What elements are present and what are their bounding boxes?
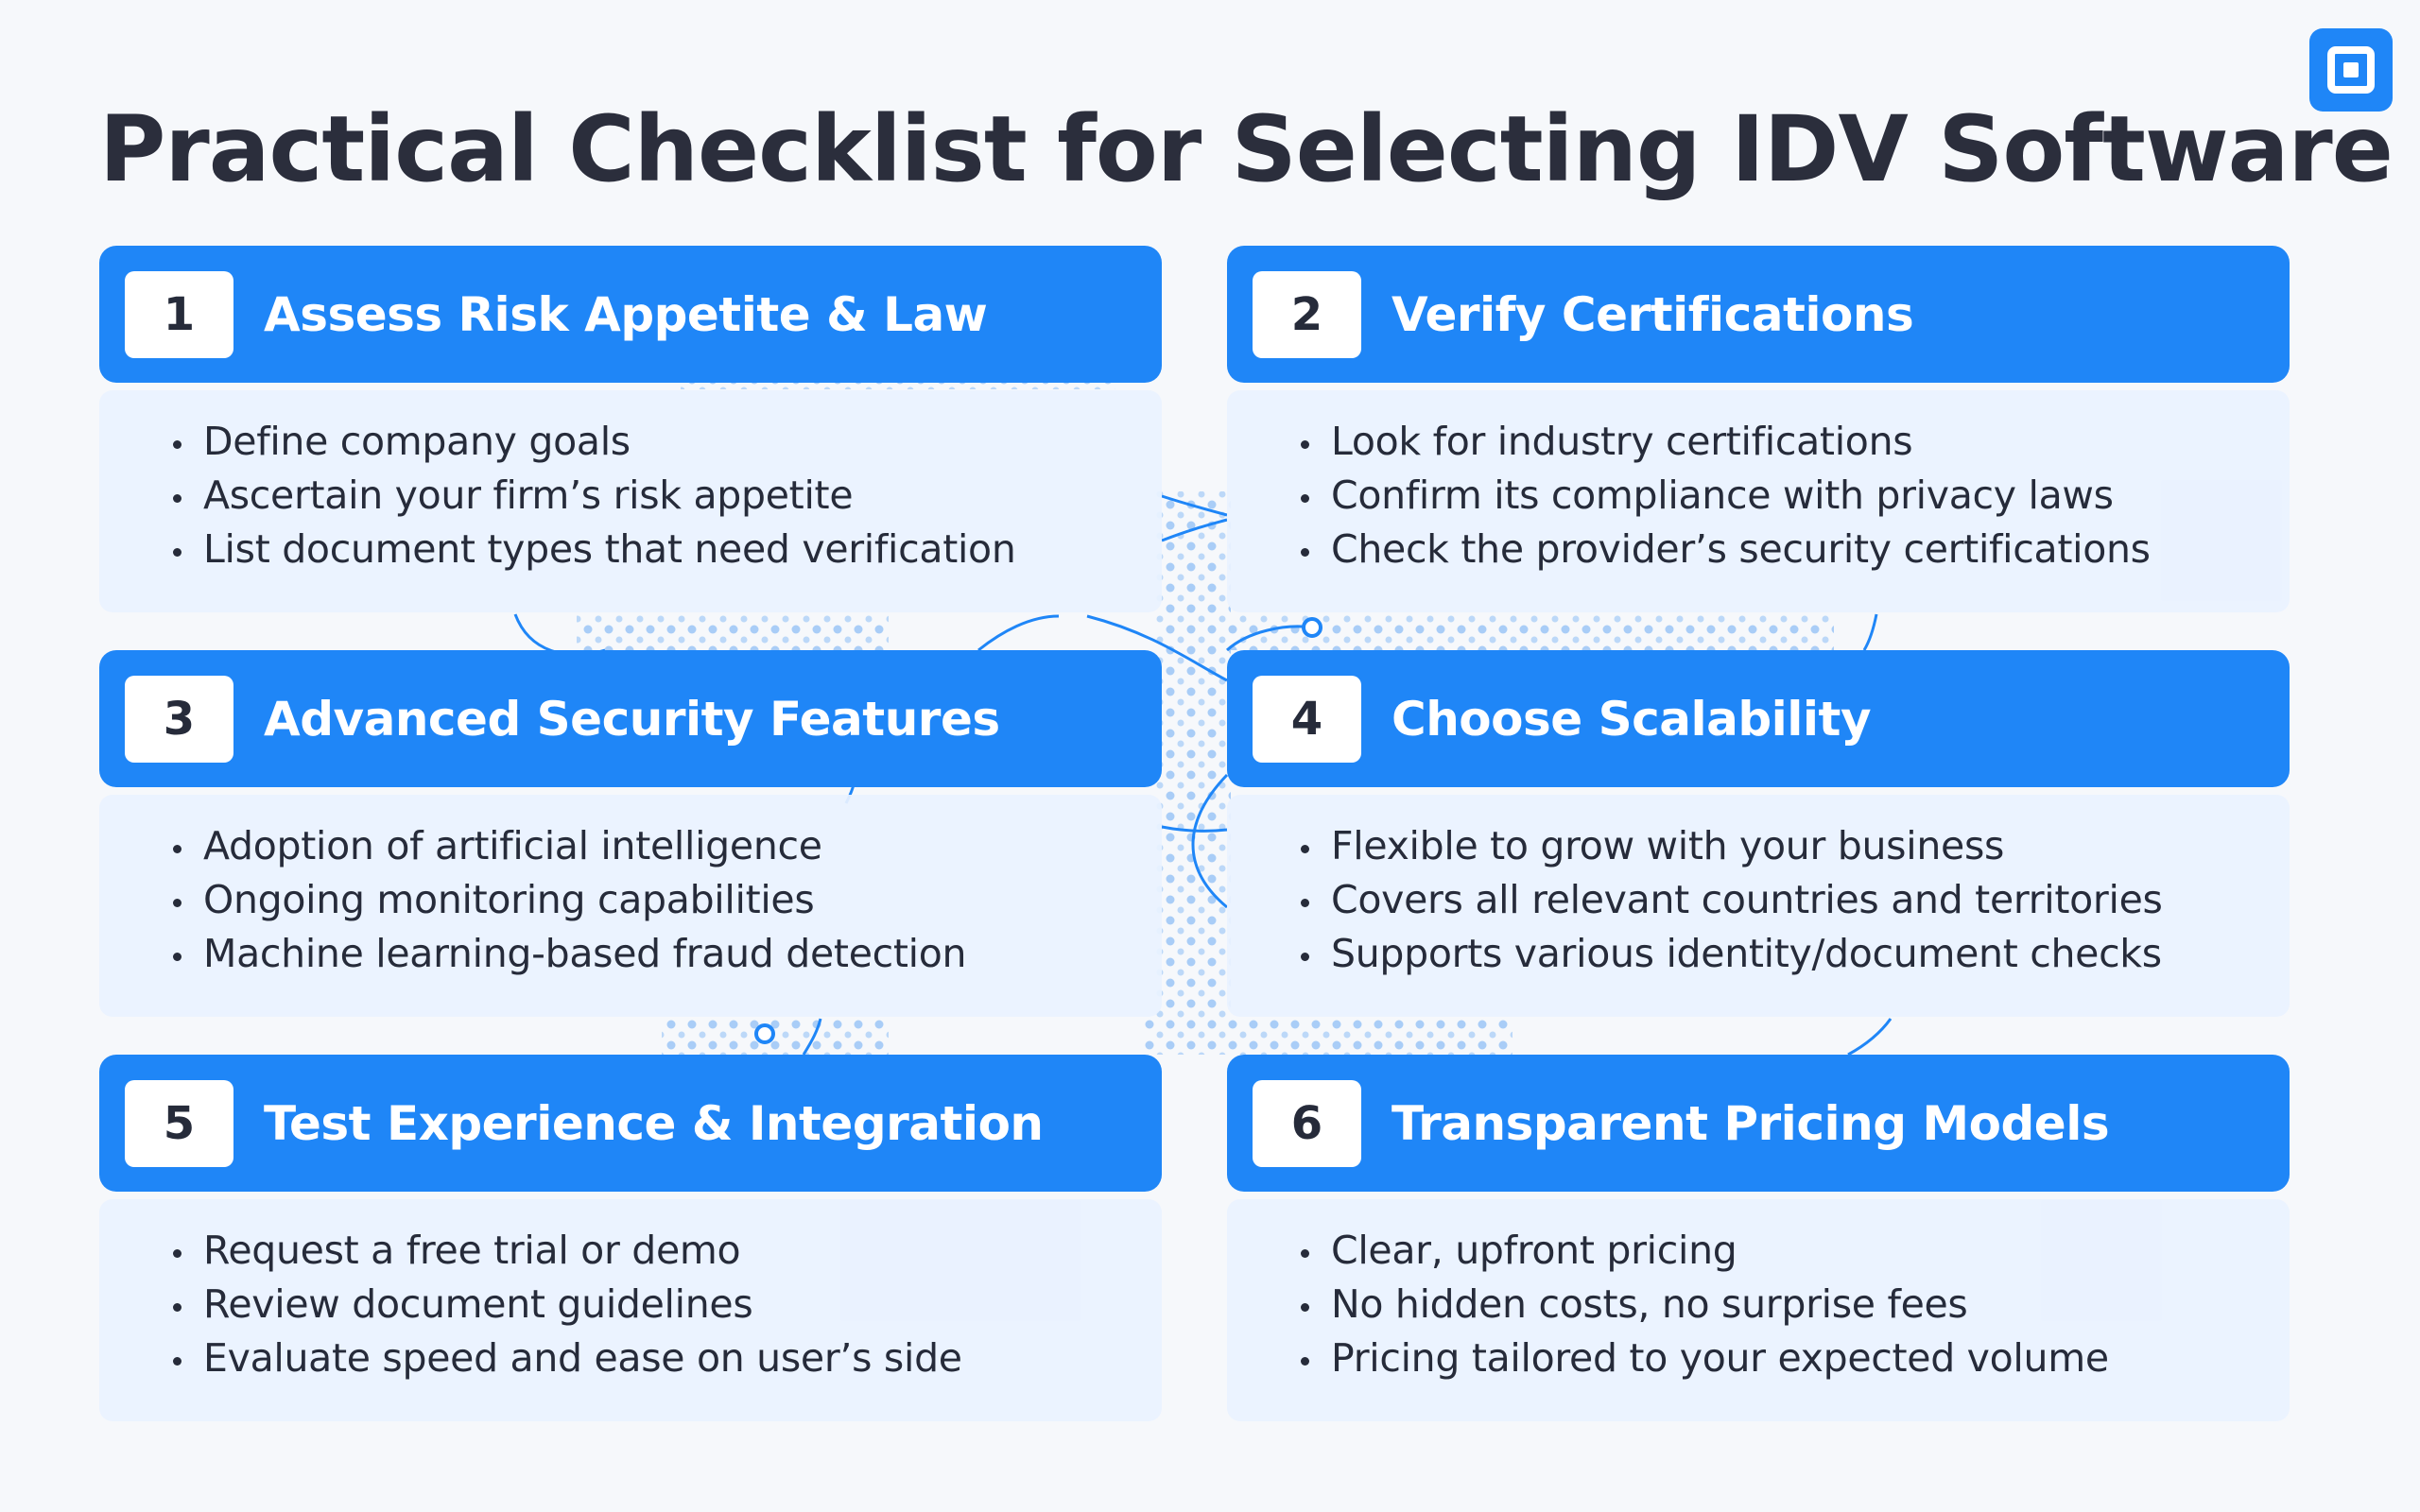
list-item: Evaluate speed and ease on user’s side — [165, 1332, 1162, 1385]
connector-line — [1191, 773, 1229, 909]
step-number-badge: 2 — [1253, 270, 1361, 358]
card-header: 4 Choose Scalability — [1227, 650, 2290, 787]
step-number-badge: 6 — [1253, 1079, 1361, 1167]
connector-line — [1847, 1018, 1893, 1057]
bullet-list: Clear, upfront pricing No hidden costs, … — [1293, 1224, 2290, 1385]
card-title: Choose Scalability — [1392, 691, 1872, 747]
step-number-badge: 3 — [125, 675, 233, 763]
list-item: Ascertain your firm’s risk appetite — [165, 469, 1162, 523]
list-item: Clear, upfront pricing — [1293, 1224, 2290, 1278]
connector-node — [1302, 617, 1322, 638]
bullet-list: Flexible to grow with your business Cove… — [1293, 819, 2290, 981]
card-body: Flexible to grow with your business Cove… — [1227, 795, 2290, 1017]
connector-line — [1225, 625, 1313, 652]
bullet-list: Adoption of artificial intelligence Ongo… — [165, 819, 1162, 981]
card-title: Verify Certifications — [1392, 286, 1914, 342]
card-header: 5 Test Experience & Integration — [99, 1055, 1162, 1192]
checklist-card-1: 1 Assess Risk Appetite & Law Define comp… — [99, 246, 1162, 612]
step-number-badge: 1 — [125, 270, 233, 358]
dot-cluster — [1144, 1019, 1512, 1055]
connector-line — [977, 614, 1060, 652]
list-item: Flexible to grow with your business — [1293, 819, 2290, 873]
card-header: 2 Verify Certifications — [1227, 246, 2290, 383]
list-item: Check the provider’s security certificat… — [1293, 523, 2290, 576]
list-item: Look for industry certifications — [1293, 415, 2290, 469]
dot-cluster — [1229, 614, 1834, 650]
checklist-card-4: 4 Choose Scalability Flexible to grow wi… — [1227, 650, 2290, 1017]
list-item: Ongoing monitoring capabilities — [165, 873, 1162, 927]
connector-line — [513, 613, 606, 657]
connector-line — [802, 1018, 822, 1056]
list-item: Define company goals — [165, 415, 1162, 469]
list-item: No hidden costs, no surprise fees — [1293, 1278, 2290, 1332]
card-body: Adoption of artificial intelligence Ongo… — [99, 795, 1162, 1017]
step-number-badge: 5 — [125, 1079, 233, 1167]
dot-cluster — [577, 614, 889, 650]
list-item: Review document guidelines — [165, 1278, 1162, 1332]
card-body: Look for industry certifications Confirm… — [1227, 390, 2290, 612]
card-body: Request a free trial or demo Review docu… — [99, 1199, 1162, 1421]
list-item: Covers all relevant countries and territ… — [1293, 873, 2290, 927]
checklist-card-3: 3 Advanced Security Features Adoption of… — [99, 650, 1162, 1017]
bullet-list: Request a free trial or demo Review docu… — [165, 1224, 1162, 1385]
connector-line — [1161, 494, 1228, 517]
page-title: Practical Checklist for Selecting IDV So… — [99, 96, 2394, 202]
card-header: 1 Assess Risk Appetite & Law — [99, 246, 1162, 383]
card-title: Transparent Pricing Models — [1392, 1095, 2110, 1151]
dot-cluster — [1155, 491, 1231, 1021]
step-number-badge: 4 — [1253, 675, 1361, 763]
connector-node — [754, 1023, 775, 1044]
card-title: Test Experience & Integration — [264, 1095, 1044, 1151]
list-item: Request a free trial or demo — [165, 1224, 1162, 1278]
dot-cluster — [662, 1019, 889, 1055]
checklist-card-6: 6 Transparent Pricing Models Clear, upfr… — [1227, 1055, 2290, 1421]
connector-line — [1161, 825, 1228, 833]
list-item: Supports various identity/document check… — [1293, 927, 2290, 981]
card-title: Assess Risk Appetite & Law — [264, 286, 988, 342]
connector-line — [1161, 518, 1228, 542]
card-title: Advanced Security Features — [264, 691, 1000, 747]
list-item: Machine learning-based fraud detection — [165, 927, 1162, 981]
bullet-list: Look for industry certifications Confirm… — [1293, 415, 2290, 576]
card-header: 6 Transparent Pricing Models — [1227, 1055, 2290, 1192]
checklist-card-5: 5 Test Experience & Integration Request … — [99, 1055, 1162, 1421]
card-body: Define company goals Ascertain your firm… — [99, 390, 1162, 612]
bullet-list: Define company goals Ascertain your firm… — [165, 415, 1162, 576]
list-item: List document types that need verificati… — [165, 523, 1162, 576]
list-item: Confirm its compliance with privacy laws — [1293, 469, 2290, 523]
connector-line — [1862, 613, 1878, 651]
card-body: Clear, upfront pricing No hidden costs, … — [1227, 1199, 2290, 1421]
list-item: Pricing tailored to your expected volume — [1293, 1332, 2290, 1385]
list-item: Adoption of artificial intelligence — [165, 819, 1162, 873]
card-header: 3 Advanced Security Features — [99, 650, 1162, 787]
square-logo-icon — [2327, 46, 2375, 94]
checklist-card-2: 2 Verify Certifications Look for industr… — [1227, 246, 2290, 612]
brand-logo — [2309, 28, 2393, 112]
